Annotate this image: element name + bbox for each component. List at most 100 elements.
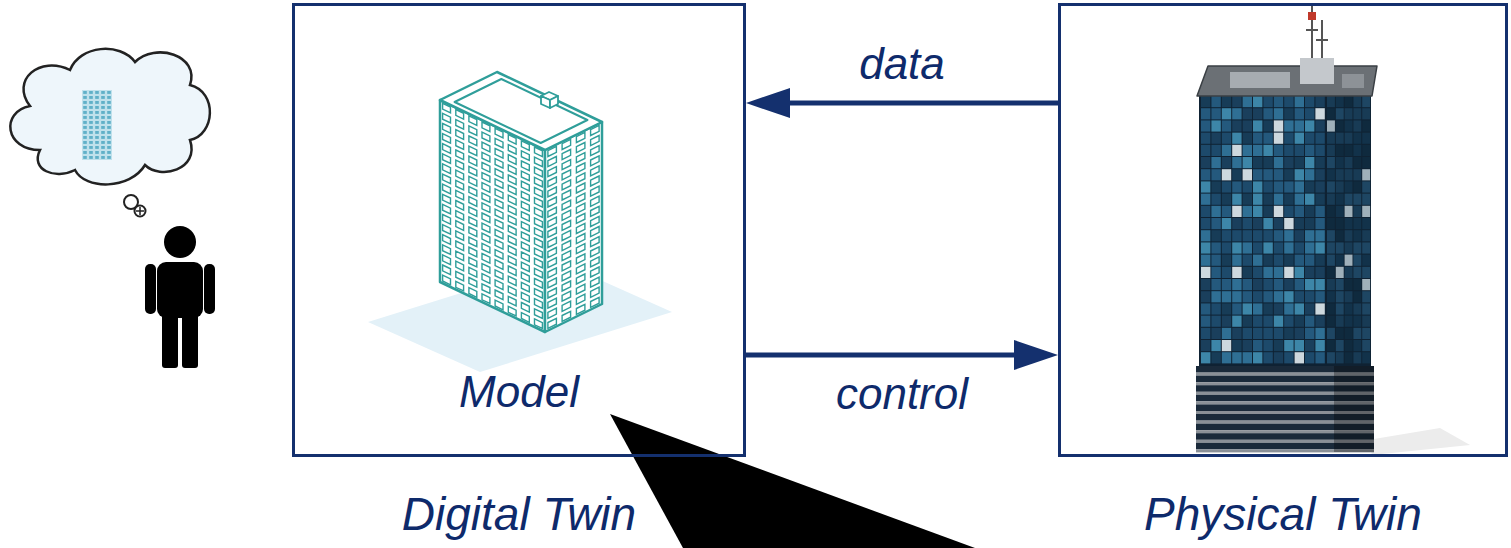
cloud-building-body	[82, 90, 112, 160]
antenna-light	[1308, 12, 1316, 20]
window	[1243, 108, 1252, 119]
window	[1362, 316, 1370, 327]
window	[591, 247, 600, 257]
window	[1353, 242, 1361, 253]
window	[101, 101, 105, 104]
window	[482, 152, 490, 162]
window	[1263, 157, 1272, 168]
window	[1305, 96, 1314, 107]
window	[482, 264, 490, 274]
window	[469, 257, 477, 267]
window	[1327, 230, 1335, 241]
window	[495, 138, 503, 148]
window	[495, 209, 503, 219]
window	[591, 267, 600, 277]
window	[1315, 230, 1324, 241]
window	[1305, 267, 1314, 278]
window	[1353, 206, 1361, 217]
window	[482, 274, 490, 284]
window	[83, 136, 87, 139]
window	[1201, 230, 1210, 241]
window	[1263, 169, 1272, 180]
window	[1315, 108, 1324, 119]
window	[1263, 218, 1272, 229]
window	[1243, 120, 1252, 131]
window	[1253, 291, 1262, 302]
window	[482, 173, 490, 183]
window	[548, 146, 557, 156]
window	[443, 235, 451, 245]
window	[508, 185, 516, 195]
window	[1274, 230, 1283, 241]
window	[1315, 96, 1324, 107]
window	[107, 136, 111, 139]
window	[1345, 255, 1353, 266]
window	[1284, 108, 1293, 119]
window	[1263, 303, 1272, 314]
window	[562, 160, 571, 170]
window	[1345, 96, 1353, 107]
window	[576, 244, 585, 254]
window	[1295, 157, 1304, 168]
window	[1274, 169, 1283, 180]
window	[1201, 145, 1210, 156]
window	[521, 232, 529, 242]
edge-label: control	[836, 370, 968, 418]
window	[1274, 340, 1283, 351]
window	[1362, 108, 1370, 119]
window	[1253, 194, 1262, 205]
window	[1253, 340, 1262, 351]
window	[1222, 328, 1231, 339]
window	[1253, 255, 1262, 266]
window	[1232, 169, 1241, 180]
window	[1305, 120, 1314, 131]
window	[1353, 108, 1361, 119]
window	[1201, 303, 1210, 314]
window	[1336, 145, 1344, 156]
window	[1305, 230, 1314, 241]
window	[1263, 279, 1272, 290]
window	[89, 101, 93, 104]
window	[508, 155, 516, 165]
window	[95, 116, 99, 119]
window	[576, 193, 585, 203]
window	[1295, 133, 1304, 144]
window	[562, 200, 571, 210]
window	[535, 157, 543, 167]
window	[495, 169, 503, 179]
window	[521, 212, 529, 222]
window	[95, 121, 99, 124]
window	[1211, 279, 1220, 290]
window	[443, 124, 451, 134]
window	[1232, 218, 1241, 229]
window	[1284, 96, 1293, 107]
window	[1253, 352, 1262, 363]
window	[1222, 169, 1231, 180]
roof-box	[550, 96, 558, 108]
window	[495, 250, 503, 260]
window	[1345, 218, 1353, 229]
window	[591, 216, 600, 226]
window	[548, 268, 557, 278]
window	[456, 180, 464, 190]
window	[101, 106, 105, 109]
window	[1336, 194, 1344, 205]
window	[482, 193, 490, 203]
window	[521, 313, 529, 323]
window	[1232, 255, 1241, 266]
window	[1201, 242, 1210, 253]
window	[482, 254, 490, 264]
tower-body	[1199, 94, 1371, 366]
window	[1201, 133, 1210, 144]
window	[1336, 291, 1344, 302]
window	[83, 151, 87, 154]
window	[1211, 352, 1220, 363]
window	[548, 318, 557, 328]
window	[495, 159, 503, 169]
window	[1327, 291, 1335, 302]
window	[1263, 230, 1272, 241]
window	[1327, 145, 1335, 156]
window	[1284, 133, 1293, 144]
window	[1327, 157, 1335, 168]
